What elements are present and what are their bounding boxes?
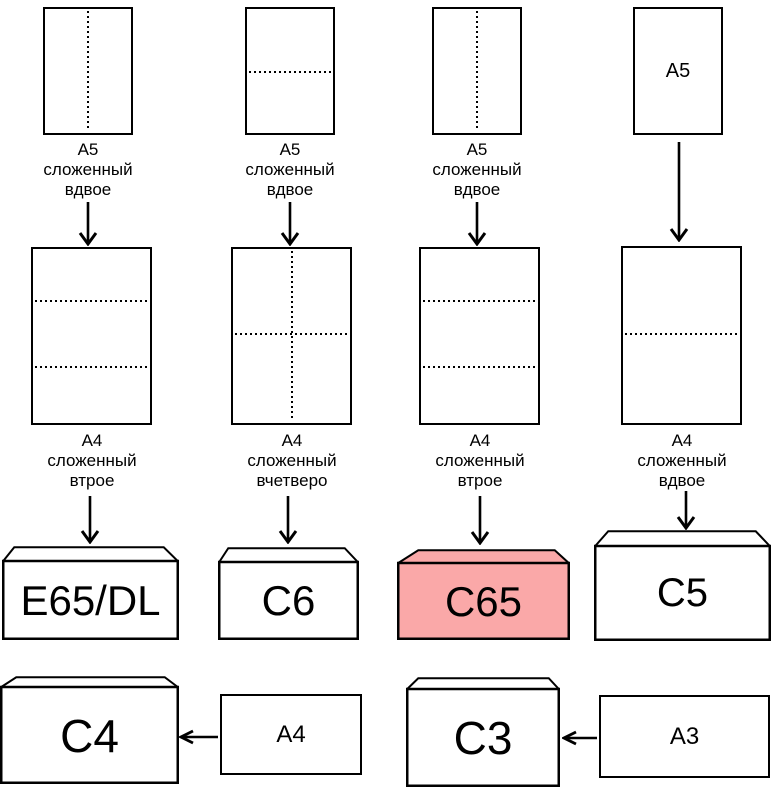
a5-sheet-label: A5 — [665, 59, 691, 82]
fold-line-horizontal — [249, 71, 331, 73]
envelope-shape — [0, 676, 179, 784]
down-arrow-icon — [78, 202, 98, 246]
a5-caption-col2: A5 сложенный вдвое — [210, 140, 370, 200]
envelope-label: C65 — [444, 577, 523, 625]
caption-line: A4 — [81, 431, 103, 450]
envelope-shape — [2, 546, 179, 640]
fold-line-horizontal — [35, 300, 148, 302]
a4-sheet-col2 — [231, 247, 352, 425]
fold-line-horizontal — [625, 333, 738, 335]
envelope-label: C3 — [453, 712, 513, 764]
caption-line: сложенный — [43, 160, 133, 179]
a4-caption-col2: A4 сложенный вчетверо — [212, 431, 372, 491]
caption-line: вчетверо — [256, 471, 328, 490]
envelope-c3: C3 — [406, 677, 560, 787]
caption-line: сложенный — [432, 160, 522, 179]
a4-caption-col4: A4 сложенный вдвое — [602, 431, 762, 491]
a4-sheet-col1 — [31, 247, 152, 425]
fold-line-horizontal — [235, 333, 348, 335]
envelope-shape — [397, 549, 570, 640]
caption-line: A5 — [279, 140, 301, 159]
a4-caption-col1: A4 сложенный втрое — [12, 431, 172, 491]
caption-line: сложенный — [245, 160, 335, 179]
caption-line: A4 — [281, 431, 303, 450]
caption-line: вдвое — [658, 471, 706, 490]
a4-caption-col3: A4 сложенный втрое — [400, 431, 560, 491]
caption-line: A5 — [77, 140, 99, 159]
fold-line-horizontal — [423, 300, 536, 302]
caption-line: A4 — [469, 431, 491, 450]
caption-line: сложенный — [247, 451, 337, 470]
fold-line-vertical — [476, 11, 478, 131]
caption-line: вдвое — [453, 180, 501, 199]
envelope-label: C4 — [60, 709, 119, 762]
envelope-label: E65/DL — [20, 576, 161, 624]
fold-line-vertical — [290, 251, 293, 421]
envelope-c6: C6 — [218, 547, 359, 640]
caption-line: вдвое — [64, 180, 112, 199]
caption-line: втрое — [457, 471, 503, 490]
a5-caption-col1: A5 сложенный вдвое — [8, 140, 168, 200]
envelope-c4: C4 — [0, 676, 179, 784]
a4-sheet-bottom: A4 — [220, 694, 362, 775]
down-arrow-icon — [676, 491, 696, 530]
a3-sheet-label: A3 — [669, 722, 700, 750]
envelope-c5: C5 — [594, 530, 771, 641]
caption-line: сложенный — [637, 451, 727, 470]
envelope-c65-highlighted: C65 — [397, 549, 570, 640]
down-arrow-icon — [467, 202, 487, 246]
fold-line-horizontal — [423, 366, 536, 368]
fold-line-horizontal — [35, 366, 148, 368]
a5-sheet-col1 — [43, 7, 133, 135]
left-arrow-icon — [179, 729, 219, 745]
envelope-label: C5 — [656, 571, 709, 615]
envelope-label: C6 — [261, 577, 316, 624]
down-arrow-icon — [278, 496, 298, 544]
a3-sheet-bottom: A3 — [599, 695, 770, 778]
caption-line: вдвое — [266, 180, 314, 199]
down-arrow-icon — [280, 202, 300, 246]
left-arrow-icon — [562, 730, 598, 746]
down-arrow-icon — [470, 496, 490, 545]
a4-sheet-col4 — [621, 246, 742, 425]
envelope-e65dl: E65/DL — [2, 546, 179, 640]
caption-line: сложенный — [435, 451, 525, 470]
a4-sheet-col3 — [419, 247, 540, 425]
a5-sheet-col3 — [432, 7, 522, 135]
down-arrow-icon — [80, 496, 100, 544]
caption-line: A5 — [466, 140, 488, 159]
fold-line-vertical — [87, 11, 89, 131]
caption-line: сложенный — [47, 451, 137, 470]
down-arrow-icon — [669, 142, 689, 242]
caption-line: втрое — [69, 471, 115, 490]
caption-line: A4 — [671, 431, 693, 450]
a5-sheet-col2 — [245, 7, 335, 135]
envelope-shape — [594, 530, 771, 641]
a4-sheet-label: A4 — [276, 720, 306, 748]
a5-caption-col3: A5 сложенный вдвое — [397, 140, 557, 200]
a5-sheet-col4: A5 — [633, 7, 723, 135]
envelope-shape — [218, 547, 359, 640]
envelope-shape — [406, 677, 560, 787]
